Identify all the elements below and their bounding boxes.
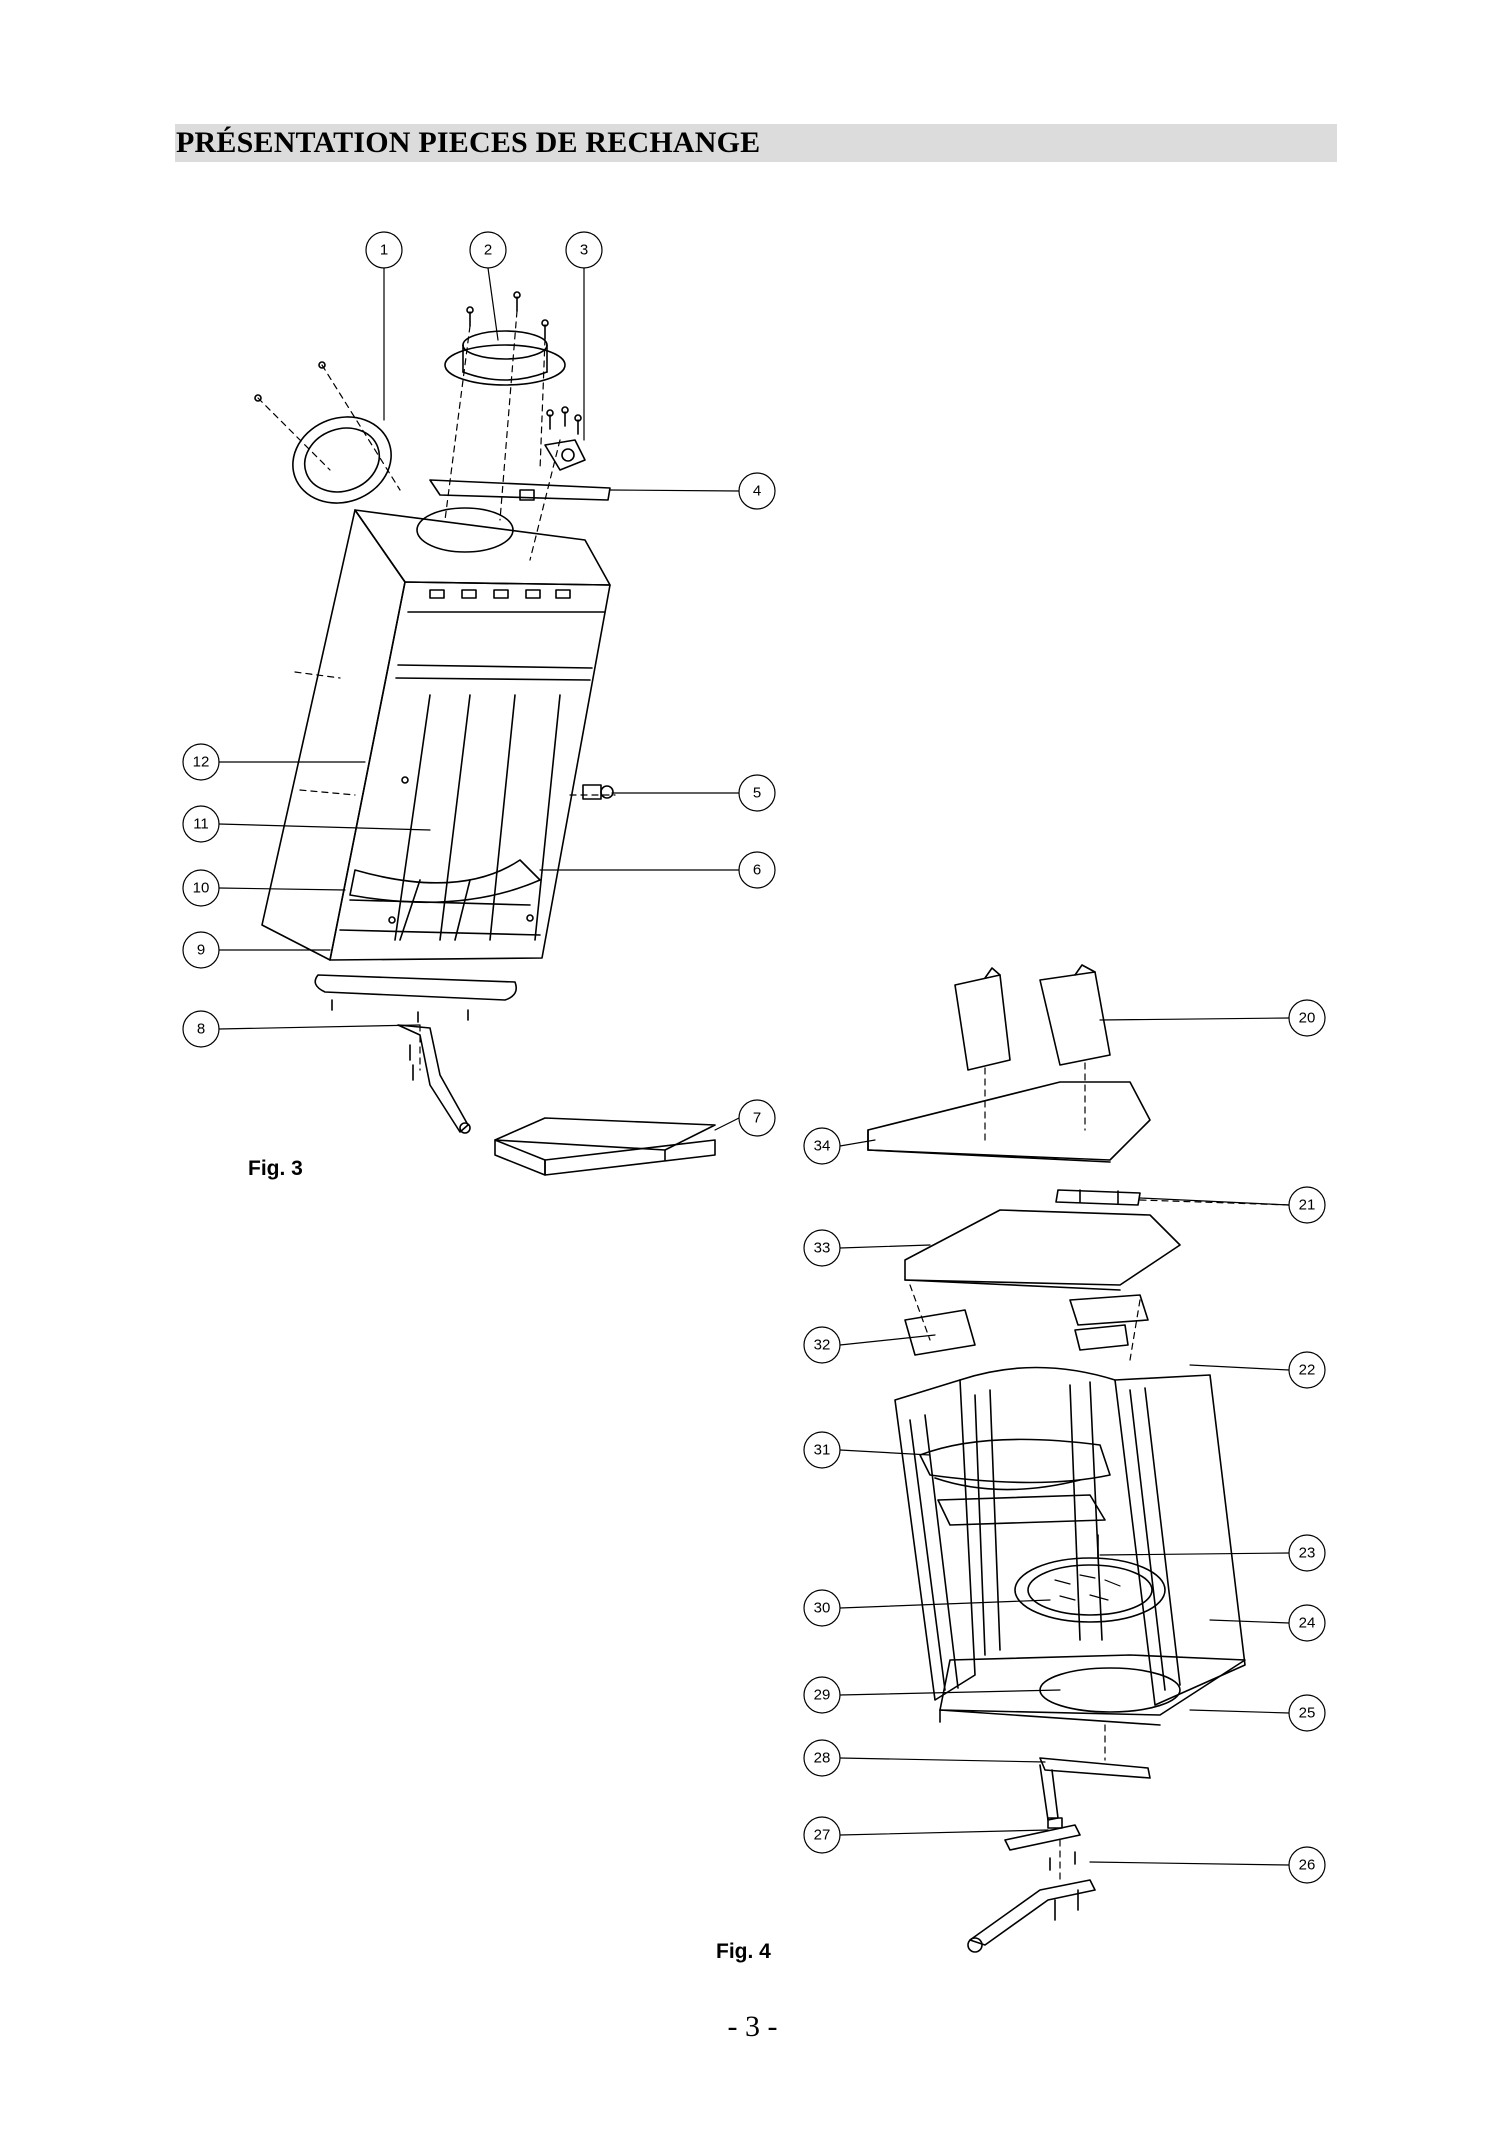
part-28-bar <box>1039 1757 1151 1821</box>
callout-number: 1 <box>380 242 388 259</box>
callout-number: 20 <box>1299 1010 1316 1027</box>
part-21-bracket <box>1055 1189 1141 1206</box>
callout-number: 34 <box>814 1138 831 1155</box>
screws-fig3 <box>254 291 582 1023</box>
lining-body <box>894 1366 1246 1726</box>
assembly-lines-fig4 <box>909 1062 1291 1881</box>
part-32-brackets <box>904 1294 1149 1356</box>
title-bar <box>175 124 1337 162</box>
callout-number: 33 <box>814 1240 831 1257</box>
callout-number: 12 <box>193 754 210 771</box>
callout-number: 9 <box>197 942 205 959</box>
part-2-spigot <box>444 330 566 386</box>
callout-number: 31 <box>814 1442 831 1459</box>
part-7-ash-drawer <box>494 1117 716 1176</box>
page-title: PRÉSENTATION PIECES DE RECHANGE <box>176 126 761 159</box>
part-8-bracket <box>397 1024 471 1134</box>
figure-label-fig4: Fig. 4 <box>716 1940 771 1963</box>
callout-number: 29 <box>814 1687 831 1704</box>
part-20-back-plates <box>954 964 1111 1071</box>
callout-number: 7 <box>753 1110 761 1127</box>
part-1-collar <box>292 416 392 504</box>
callout-number: 28 <box>814 1750 831 1767</box>
fig4-callouts <box>803 999 1326 1884</box>
fig3-callouts <box>182 231 776 1137</box>
callout-number: 23 <box>1299 1545 1316 1562</box>
callout-number: 26 <box>1299 1857 1316 1874</box>
casing-body <box>261 507 611 961</box>
part-5-fitting <box>582 784 614 800</box>
part-3-clamp <box>544 439 586 471</box>
callout-number: 10 <box>193 880 210 897</box>
callout-number: 21 <box>1299 1197 1316 1214</box>
part-33-top-plate <box>904 1209 1181 1291</box>
callout-number: 27 <box>814 1827 831 1844</box>
callout-number: 3 <box>580 242 588 259</box>
part-27-26-fixings <box>967 1817 1096 1953</box>
fig4-drawing <box>867 964 1291 1953</box>
callout-number: 24 <box>1299 1615 1316 1632</box>
figure-label-fig3: Fig. 3 <box>248 1157 303 1180</box>
part-9-plate <box>314 974 518 1001</box>
callout-number: 4 <box>753 483 761 500</box>
callout-number: 32 <box>814 1337 831 1354</box>
fig3-drawing <box>254 291 716 1176</box>
callout-number: 22 <box>1299 1362 1316 1379</box>
callout-number: 6 <box>753 862 761 879</box>
callout-number: 25 <box>1299 1705 1316 1722</box>
callout-number: 8 <box>197 1021 205 1038</box>
callout-number: 30 <box>814 1600 831 1617</box>
assembly-lines-fig3 <box>257 310 616 1071</box>
callout-number: 5 <box>753 785 761 802</box>
callout-number: 2 <box>484 242 492 259</box>
page-number: - 3 - <box>727 2010 778 2043</box>
callout-number: 11 <box>193 816 209 833</box>
part-34-baffle <box>867 1081 1151 1163</box>
part-4-bracket <box>429 479 611 501</box>
